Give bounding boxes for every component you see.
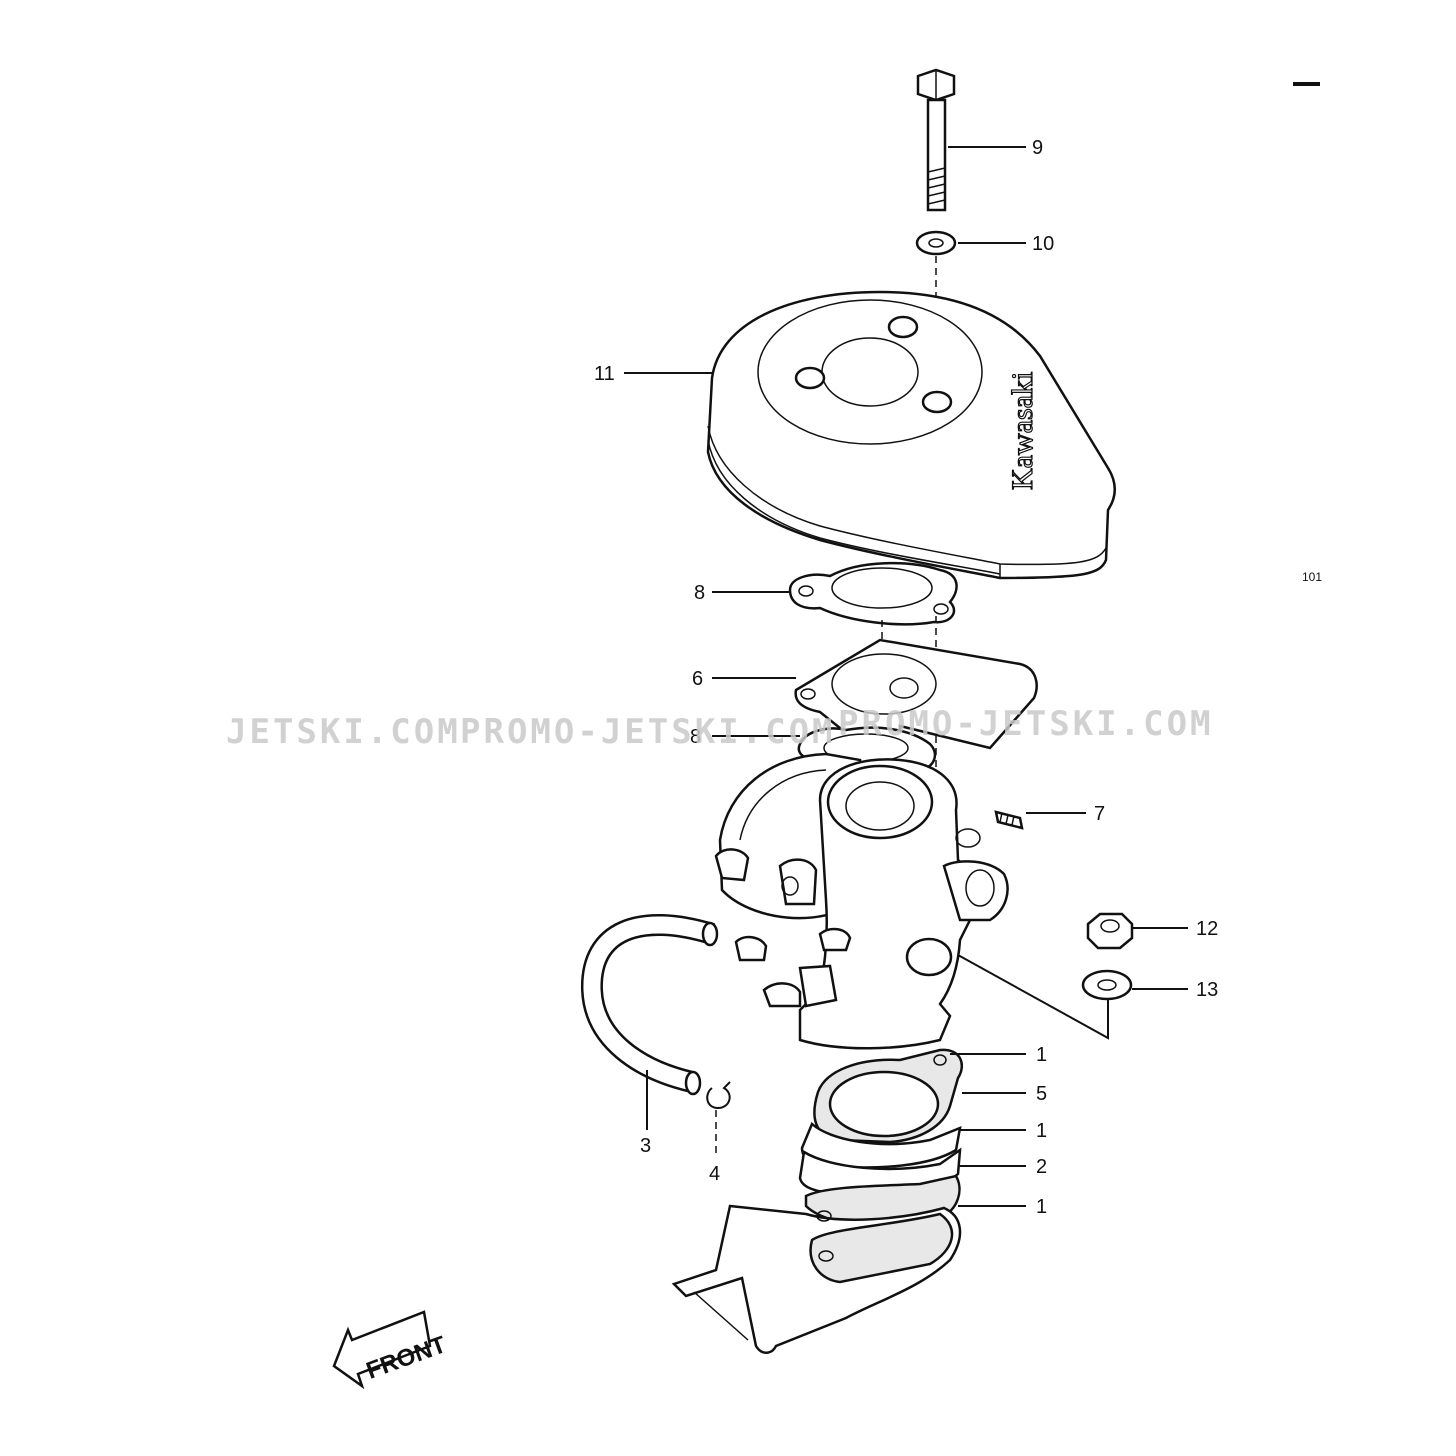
part-bolt	[916, 68, 956, 212]
callout-1-b: 1	[1036, 1120, 1047, 1142]
callout-8-upper: 8	[694, 582, 705, 604]
callout-6: 6	[692, 668, 703, 690]
part-screw	[994, 810, 1024, 830]
watermark-1: JETSKI.COM	[226, 712, 461, 752]
callout-13: 13	[1196, 979, 1218, 1001]
part-air-cleaner-cover: Kawasaki	[706, 290, 1116, 580]
callout-10: 10	[1032, 233, 1054, 255]
watermark-2: PROMO-JETSKI.COM	[460, 712, 836, 752]
callout-8-lower: 8	[690, 726, 701, 748]
part-washer	[915, 230, 957, 256]
part-nut	[1086, 912, 1134, 950]
callout-4: 4	[709, 1163, 720, 1185]
callout-5: 5	[1036, 1083, 1047, 1105]
part-gasket-upper	[788, 561, 958, 626]
front-arrow: FRONT	[332, 1310, 450, 1390]
callout-2: 2	[1036, 1156, 1047, 1178]
callout-9: 9	[1032, 137, 1043, 159]
part-mount-bracket	[671, 1204, 962, 1354]
part-clip	[706, 1081, 731, 1110]
page-mark: 101	[1302, 570, 1322, 584]
callout-7: 7	[1094, 803, 1105, 825]
callout-1-a: 1	[1036, 1044, 1047, 1066]
part-washer-lower	[1081, 969, 1133, 1001]
part-gasket-1a	[813, 1048, 963, 1144]
brand-text: Kawasaki	[1006, 372, 1039, 490]
watermark-3: PROMO-JETSKI.COM	[838, 704, 1214, 744]
part-carburetor	[714, 752, 1009, 1050]
callout-12: 12	[1196, 918, 1218, 940]
callout-1-c: 1	[1036, 1196, 1047, 1218]
part-hose	[580, 913, 719, 1096]
callout-11: 11	[594, 363, 615, 385]
callout-3: 3	[640, 1135, 651, 1157]
